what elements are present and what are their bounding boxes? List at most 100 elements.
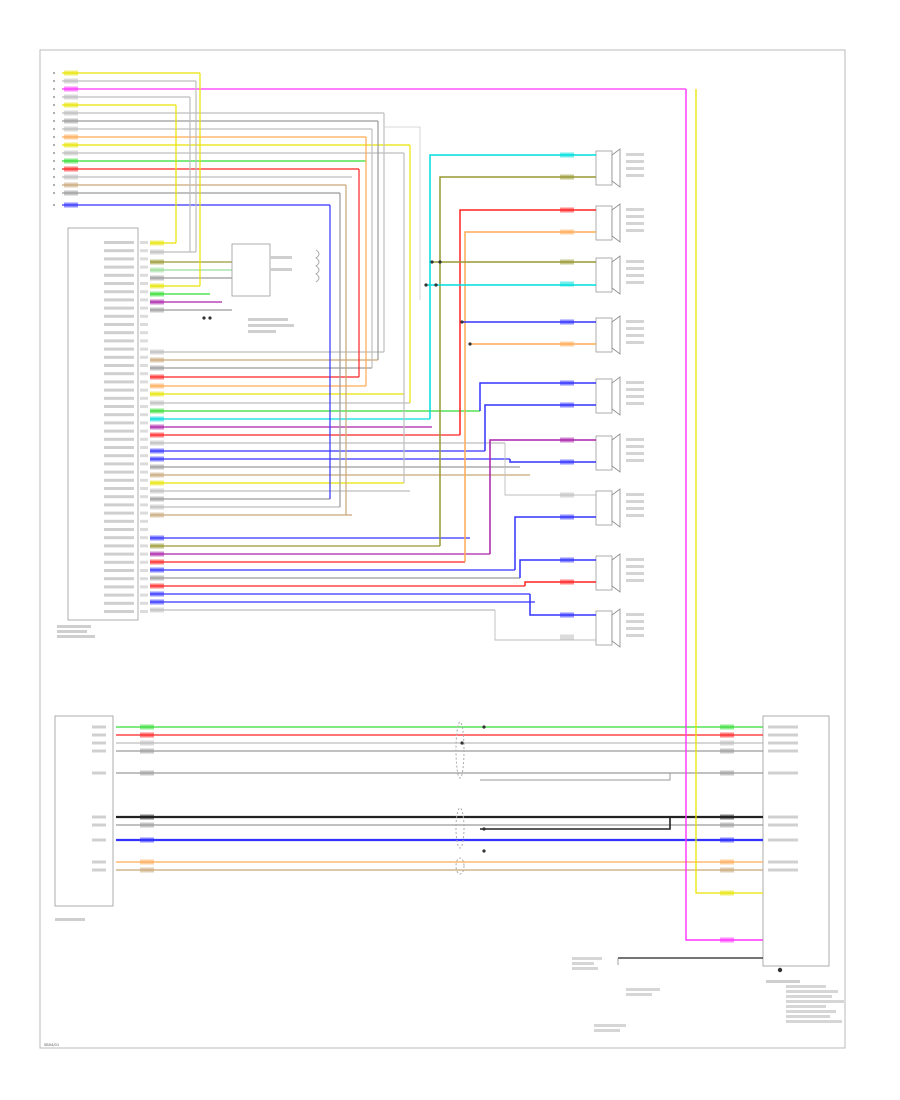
pin-label <box>104 470 134 474</box>
terminal-pin <box>53 136 55 138</box>
wire-color-code <box>140 867 154 873</box>
pin-label <box>104 454 134 458</box>
pin-number <box>140 446 148 449</box>
pin-number <box>140 487 148 490</box>
wire-color-code <box>150 267 164 273</box>
pin-label <box>104 265 134 269</box>
pin-label <box>104 429 134 433</box>
pin-label <box>768 741 798 745</box>
terminal-pin <box>53 112 55 114</box>
pin-number <box>140 528 148 531</box>
pin-number <box>140 610 148 613</box>
speaker-wire <box>494 610 596 641</box>
speaker-connector <box>595 257 613 293</box>
speaker-icon <box>611 203 621 243</box>
pin-number <box>140 495 148 499</box>
pin-label <box>104 601 134 605</box>
speaker-icon <box>611 376 621 416</box>
pin-number <box>140 552 148 556</box>
speaker-label <box>626 229 644 232</box>
pin-label <box>92 741 106 745</box>
pin-label <box>768 860 798 864</box>
wire-color-code <box>150 512 164 518</box>
wire-color-code <box>140 859 154 865</box>
wire-color-code <box>64 126 78 132</box>
pin-label <box>92 771 106 775</box>
wire-color-code <box>64 202 78 208</box>
power-wire <box>685 89 763 941</box>
wire-color-code <box>150 283 164 289</box>
wire-color-code <box>64 78 78 84</box>
wire-color-code <box>150 383 164 389</box>
note-text <box>786 990 838 993</box>
note-text <box>786 985 826 988</box>
note-text <box>572 957 602 960</box>
pin-label <box>104 388 134 392</box>
speaker-label <box>626 634 644 637</box>
wire-color-code <box>140 814 154 820</box>
speaker-connector <box>595 490 613 526</box>
speaker-label <box>626 260 644 263</box>
note-text <box>786 1015 830 1018</box>
pin-label <box>104 421 134 425</box>
wire-color-code <box>150 496 164 502</box>
wire-color-code <box>150 567 164 573</box>
pin-number <box>140 257 148 261</box>
ground-symbol <box>777 967 783 973</box>
wire-color-code <box>560 634 574 640</box>
terminal-pin <box>53 184 55 186</box>
pin-number <box>140 347 148 351</box>
speaker-label <box>626 334 644 337</box>
lower-left-unit <box>54 715 114 907</box>
pin-label <box>104 462 134 466</box>
speaker-label <box>626 341 644 344</box>
speaker-label <box>626 167 644 170</box>
pin-label <box>104 273 134 277</box>
pin-label <box>104 298 134 302</box>
wire-color-code <box>150 249 164 255</box>
relay-caption <box>248 318 288 321</box>
pin-label <box>104 405 134 408</box>
pin-number <box>140 478 148 482</box>
speaker-label <box>626 514 644 517</box>
pin-number <box>140 585 148 589</box>
pin-number <box>140 380 148 384</box>
note-text <box>572 967 598 970</box>
wire-color-code <box>150 365 164 371</box>
speaker-icon <box>611 433 621 473</box>
diagram-frame <box>39 49 846 1049</box>
wire-color-code <box>150 575 164 581</box>
wire-color-code <box>150 551 164 557</box>
speaker-label <box>626 381 644 384</box>
wire-color-code <box>150 583 164 589</box>
terminal-pin <box>53 168 55 170</box>
pin-label <box>92 838 106 842</box>
pin-number <box>140 511 148 515</box>
speaker-label <box>626 452 644 455</box>
terminal-pin <box>53 88 55 90</box>
wire-color-code <box>64 134 78 140</box>
wire-color-code <box>64 70 78 76</box>
wire-color-code <box>150 416 164 422</box>
wire-color-code <box>64 142 78 148</box>
splice-point <box>460 741 464 745</box>
pin-label <box>104 610 134 613</box>
pin-label <box>104 290 134 294</box>
speaker-wire <box>439 176 596 546</box>
pin-label <box>104 339 134 343</box>
speaker-connector <box>595 610 613 646</box>
wire-color-code <box>720 937 734 943</box>
relay-module <box>231 243 271 297</box>
speaker-icon <box>611 553 621 593</box>
terminal-pin <box>53 144 55 146</box>
splice-point <box>434 283 438 287</box>
pin-label <box>92 868 106 872</box>
speaker-label <box>626 208 644 211</box>
wire-color-code <box>150 599 164 605</box>
terminal-pin <box>53 104 55 106</box>
pin-label <box>104 446 134 449</box>
wire-color-code <box>150 391 164 397</box>
pin-label <box>768 771 798 775</box>
speaker-label <box>626 327 644 330</box>
splice-point <box>424 283 428 287</box>
